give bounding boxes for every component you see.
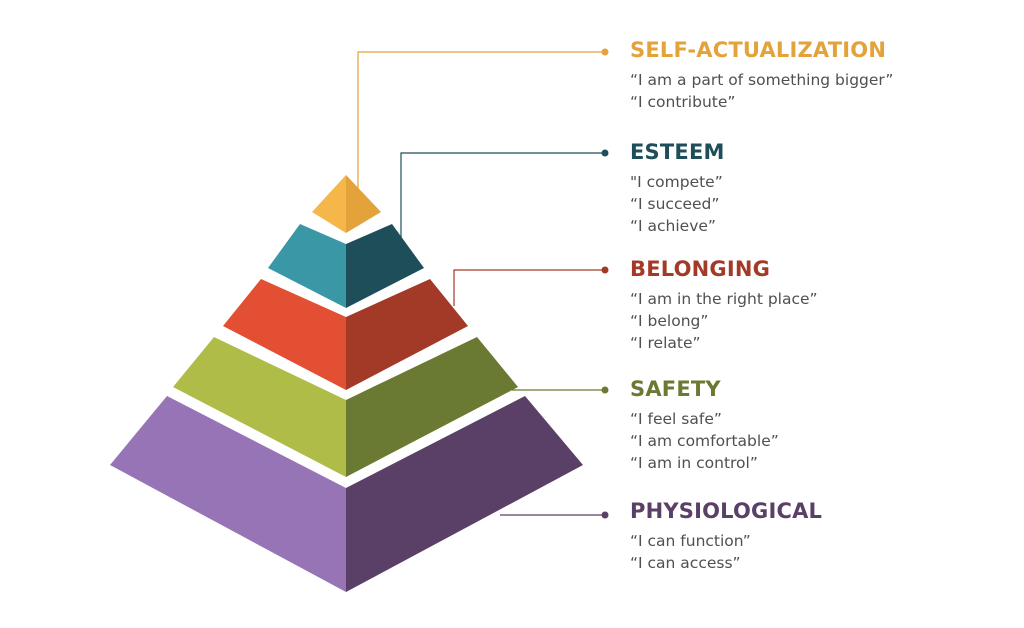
level-quote: “I can function” <box>630 532 751 550</box>
tier-self-actualization-left <box>312 175 346 233</box>
tier-safety-left <box>173 337 346 477</box>
level-self-actualization: SELF-ACTUALIZATION “I am a part of somet… <box>630 37 1010 113</box>
tier-physiological-left <box>110 396 346 592</box>
connector-esteem <box>400 152 604 240</box>
connector-dot-self-actualization <box>601 48 609 56</box>
level-quote: “I relate” <box>630 334 701 352</box>
level-quote: “I succeed” <box>630 195 720 213</box>
tier-safety-right <box>346 337 518 477</box>
level-belonging: BELONGING “I am in the right place” “I b… <box>630 256 1010 354</box>
tier-belonging-left <box>223 279 346 390</box>
connector-belonging <box>453 269 604 306</box>
connector-dot-esteem <box>601 149 609 157</box>
level-quotes-physiological: “I can function” “I can access” <box>630 530 1010 574</box>
level-title-belonging: BELONGING <box>630 257 771 281</box>
tier-esteem-left <box>268 224 346 308</box>
level-title-self-actualization: SELF-ACTUALIZATION <box>630 38 887 62</box>
level-physiological: PHYSIOLOGICAL “I can function” “I can ac… <box>630 498 1010 574</box>
level-quote: “I am in the right place” <box>630 290 818 308</box>
level-title-safety: SAFETY <box>630 377 721 401</box>
tier-belonging-right <box>346 279 468 390</box>
tier-physiological-right <box>346 396 583 592</box>
level-quote: “I am in control” <box>630 454 758 472</box>
level-quote: “I belong” <box>630 312 709 330</box>
connector-dot-belonging <box>601 266 609 274</box>
level-quotes-self-actualization: “I am a part of something bigger” “I con… <box>630 69 1010 113</box>
connector-dot-physiological <box>601 511 609 519</box>
level-quotes-esteem: "I compete” “I succeed” “I achieve” <box>630 171 1010 237</box>
level-quote: “I contribute” <box>630 93 736 111</box>
level-quotes-belonging: “I am in the right place” “I belong” “I … <box>630 288 1010 354</box>
level-quote: “I feel safe” <box>630 410 722 428</box>
level-quote: “I can access” <box>630 554 741 572</box>
level-quotes-safety: “I feel safe” “I am comfortable” “I am i… <box>630 408 1010 474</box>
level-quote: “I am comfortable” <box>630 432 779 450</box>
connector-self-actualization <box>357 51 604 190</box>
level-quote: "I compete” <box>630 173 723 191</box>
level-quote: “I am a part of something bigger” <box>630 71 894 89</box>
level-title-physiological: PHYSIOLOGICAL <box>630 499 823 523</box>
level-title-esteem: ESTEEM <box>630 140 725 164</box>
level-quote: “I achieve” <box>630 217 716 235</box>
level-safety: SAFETY “I feel safe” “I am comfortable” … <box>630 376 1010 474</box>
connector-dot-safety <box>601 386 609 394</box>
tier-esteem-right <box>346 224 424 308</box>
level-esteem: ESTEEM "I compete” “I succeed” “I achiev… <box>630 139 1010 237</box>
tier-self-actualization-right <box>346 175 381 233</box>
